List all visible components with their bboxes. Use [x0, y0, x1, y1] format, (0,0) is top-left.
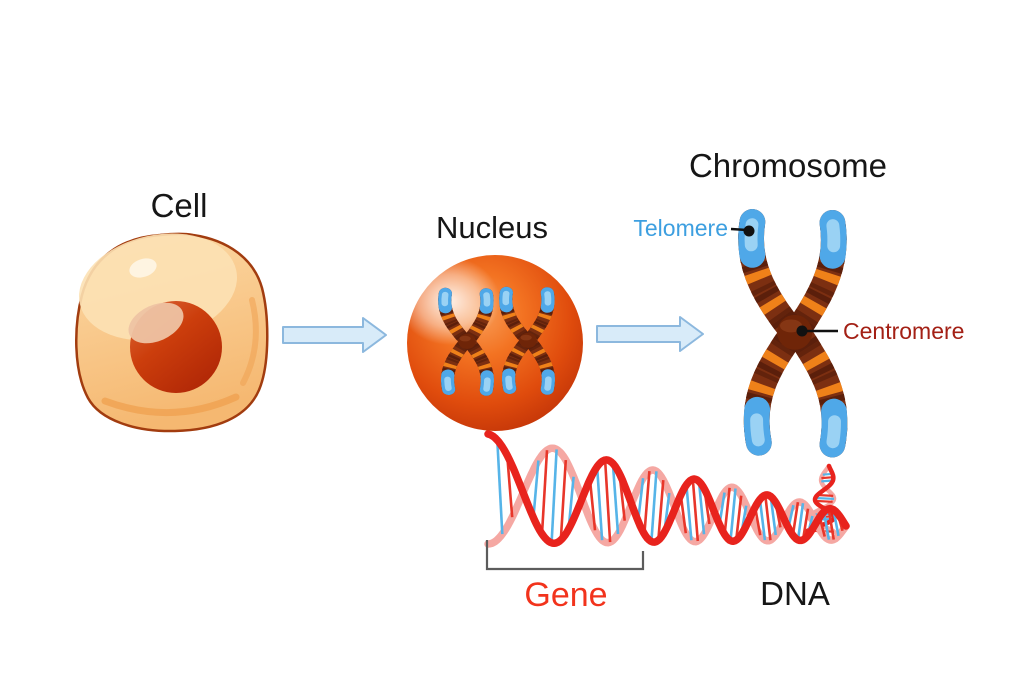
arrow-right-icon — [282, 317, 387, 353]
telomere-pointer-line — [730, 225, 755, 237]
arrow-right-icon — [596, 316, 704, 352]
nucleus-sphere-illustration — [398, 255, 583, 431]
gene-label: Gene — [524, 576, 608, 614]
gene-bracket — [485, 540, 645, 571]
telomere-label: Telomere — [633, 215, 728, 241]
nucleus-label: Nucleus — [436, 210, 548, 245]
dna-double-helix-illustration — [484, 430, 850, 548]
centromere-pointer-line — [796, 325, 838, 337]
chromosome-label: Chromosome — [688, 147, 888, 184]
x-chromosome-illustration — [751, 222, 834, 445]
centromere-label: Centromere — [843, 318, 965, 344]
cell-illustration — [75, 232, 269, 433]
dna-label: DNA — [760, 575, 830, 612]
cell-label: Cell — [150, 187, 208, 224]
